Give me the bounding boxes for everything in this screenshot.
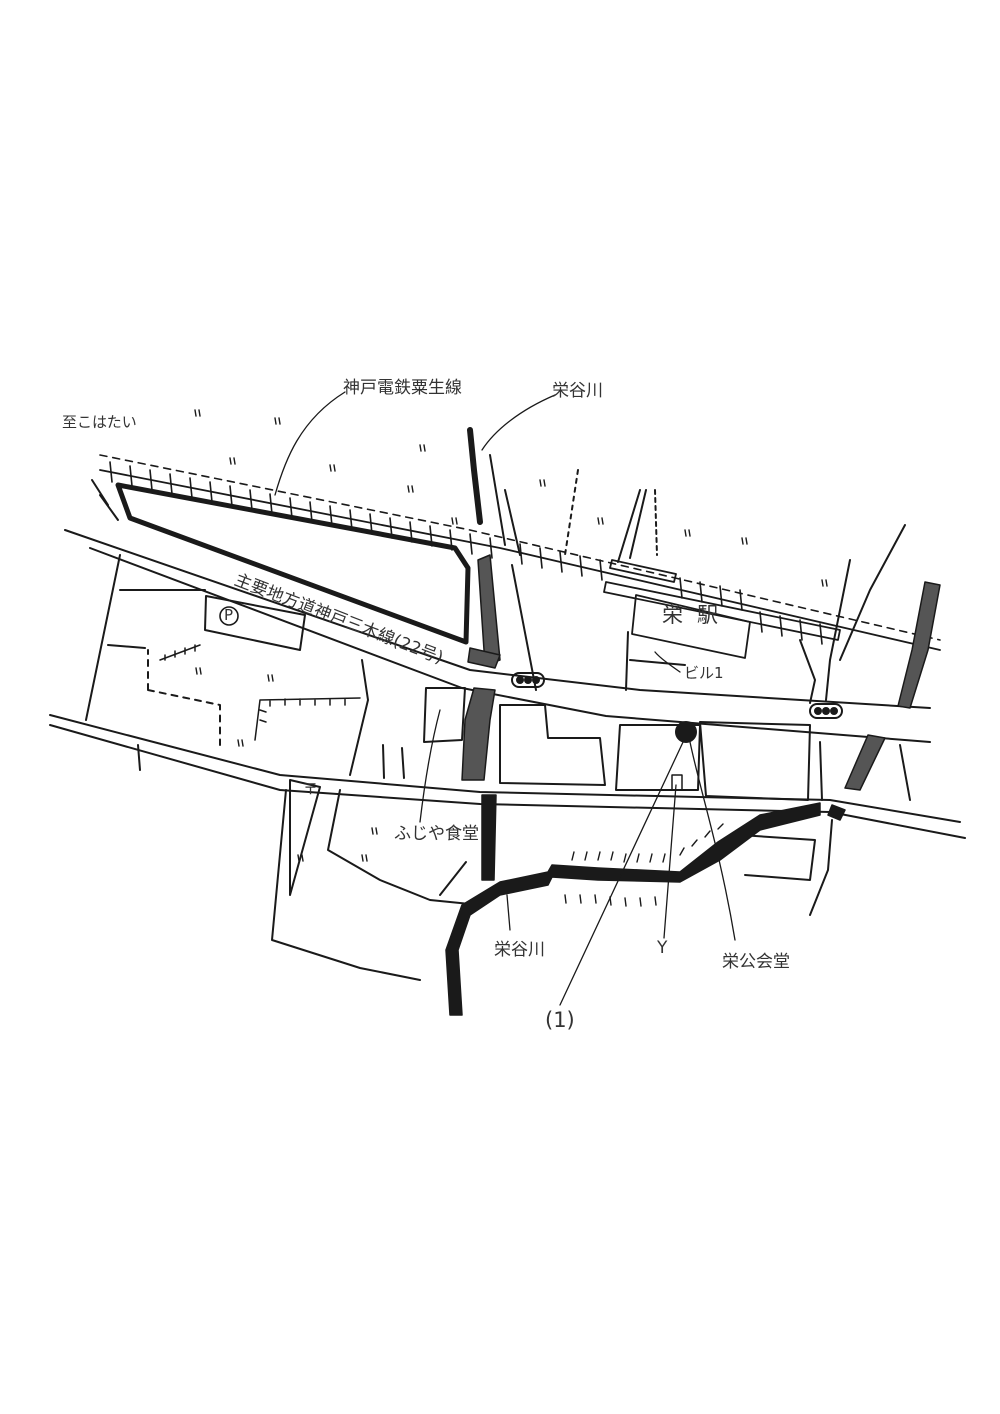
river-south-hatching	[564, 823, 724, 907]
river-south	[481, 794, 497, 881]
station-approach-right	[654, 489, 658, 556]
block-east-2	[825, 559, 851, 701]
parking-icon	[219, 606, 239, 626]
hall-label: 栄公会堂	[722, 952, 790, 972]
parking-label: P	[224, 606, 234, 624]
river-label-top: 栄谷川	[552, 381, 603, 401]
building1-block	[629, 659, 686, 666]
large-block	[115, 482, 471, 645]
street-north-vertical-2	[489, 454, 506, 546]
block-left-middle	[107, 644, 146, 649]
river-south-channel	[445, 802, 821, 1016]
block-center-2	[615, 724, 701, 791]
direction-label: 至こはたい	[62, 413, 137, 431]
y-label: Y	[657, 938, 668, 958]
station-approach-left	[617, 489, 647, 563]
hall-block	[699, 721, 811, 801]
post-office-icon: 〒	[303, 780, 319, 798]
lower-road-north-edge	[49, 714, 961, 823]
hall-marker-icon	[675, 721, 697, 743]
leader-river-bottom	[506, 894, 511, 931]
station-label: 栄駅	[662, 603, 732, 627]
river-east	[897, 581, 941, 709]
figure-number: (1)	[545, 1008, 575, 1032]
station-platform	[609, 559, 677, 583]
street-south-4	[439, 861, 467, 896]
block-east-3	[839, 524, 906, 661]
street-south-1	[271, 789, 421, 981]
street-left-2	[137, 744, 141, 771]
building1-label: ビル1	[684, 664, 724, 682]
road-22-south-edge	[89, 547, 931, 743]
river-middle	[461, 687, 496, 781]
leader-y	[663, 784, 677, 939]
river-north-gray	[477, 554, 501, 666]
street-north-vertical	[504, 489, 537, 691]
road-end-left-2	[99, 494, 119, 521]
railway-ties	[109, 461, 823, 645]
traffic-signal-icon	[511, 672, 545, 688]
street-left-1	[85, 554, 121, 721]
block-center-1	[499, 704, 606, 786]
leader-hall	[689, 741, 736, 941]
river-label-bottom: 栄谷川	[494, 940, 545, 960]
dashed-boundary-1	[147, 649, 221, 746]
block-east-5	[899, 744, 911, 801]
parking-lot	[204, 595, 306, 651]
railway-dashed-line	[99, 454, 941, 641]
river-bridge-gray	[467, 647, 501, 669]
station-building	[631, 594, 751, 659]
vegetation-marks	[194, 409, 828, 862]
leader-railway	[274, 391, 346, 496]
river-north	[467, 427, 483, 525]
leader-restaurant	[419, 709, 441, 823]
traffic-signal-icon-east	[809, 703, 843, 719]
restaurant-block	[423, 687, 466, 743]
river-junction	[827, 804, 846, 821]
street-south-2	[327, 789, 481, 906]
block-east-1	[799, 639, 816, 704]
leader-figure-1	[559, 739, 685, 1006]
leader-river-top	[481, 394, 556, 451]
dotted-line-north	[564, 469, 579, 556]
hatched-boundary-left	[159, 644, 361, 741]
street-vertical-1	[382, 744, 405, 779]
block-north-center	[625, 631, 629, 691]
block-y-mark	[671, 774, 683, 791]
station-platform-long	[603, 581, 841, 641]
block-south-east	[739, 819, 833, 916]
block-east-4	[819, 741, 823, 801]
street-south-3	[289, 779, 321, 896]
restaurant-label: ふじや食堂	[394, 824, 479, 844]
road-22-north-edge	[64, 529, 931, 709]
leader-building1	[654, 651, 681, 673]
railway-label: 神戸電鉄粟生線	[343, 378, 462, 398]
street-mid-left	[349, 659, 369, 776]
lower-road-south-edge	[49, 724, 966, 839]
railway-track	[99, 469, 941, 651]
river-east-lower	[844, 734, 886, 791]
